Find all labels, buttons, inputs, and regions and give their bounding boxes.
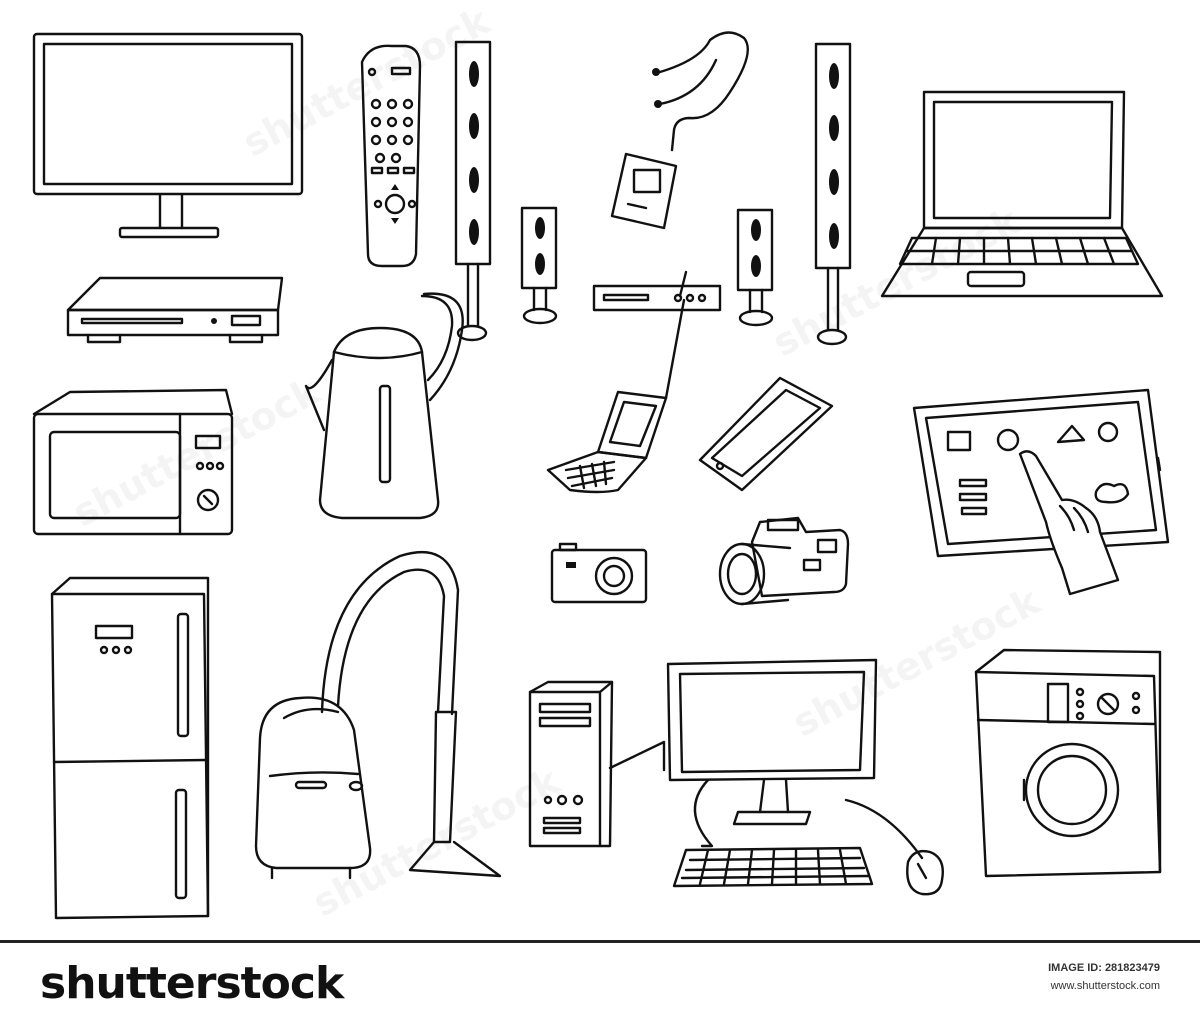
footer: shutterstock IMAGE ID: 281823479 www.shu… xyxy=(0,940,1200,1020)
keypad-icon xyxy=(370,98,414,164)
smartphone-icon xyxy=(698,376,834,492)
electric-kettle-icon xyxy=(304,292,464,520)
dvd-player-icon xyxy=(66,276,284,344)
satellite-speaker-left-icon xyxy=(520,206,558,325)
hand-pointer-icon xyxy=(1018,450,1120,596)
flip-phone-icon xyxy=(546,270,688,494)
site-url: www.shutterstock.com xyxy=(1050,980,1160,992)
illustration-canvas: shutterstock shutterstock shutterstock s… xyxy=(32,0,1170,925)
mp3-player-icon xyxy=(610,31,749,230)
image-id-label: IMAGE ID: 281823479 xyxy=(1048,962,1160,974)
microwave-icon xyxy=(32,388,234,536)
remote-control-icon xyxy=(360,44,422,268)
dslr-camera-icon xyxy=(718,516,850,606)
flat-screen-tv-icon xyxy=(32,32,304,239)
shutterstock-logo: shutterstock xyxy=(40,958,344,1009)
washing-machine-icon xyxy=(974,648,1162,878)
compact-camera-icon xyxy=(550,542,648,604)
keyboard-icon xyxy=(672,846,874,888)
vacuum-cleaner-icon xyxy=(254,551,502,880)
tower-speaker-right-icon xyxy=(814,42,852,346)
desktop-computer-icon xyxy=(528,658,944,896)
footer-divider xyxy=(0,940,1200,943)
tower-speaker-left-icon xyxy=(454,40,492,342)
keyboard-icon xyxy=(898,236,1140,266)
touch-tablet-icon xyxy=(912,388,1170,596)
mouse-icon xyxy=(906,849,944,896)
satellite-speaker-right-icon xyxy=(736,208,774,327)
av-receiver-icon xyxy=(592,284,722,312)
monitor-icon xyxy=(666,658,878,826)
refrigerator-icon xyxy=(50,576,210,920)
laptop-icon xyxy=(880,90,1164,298)
